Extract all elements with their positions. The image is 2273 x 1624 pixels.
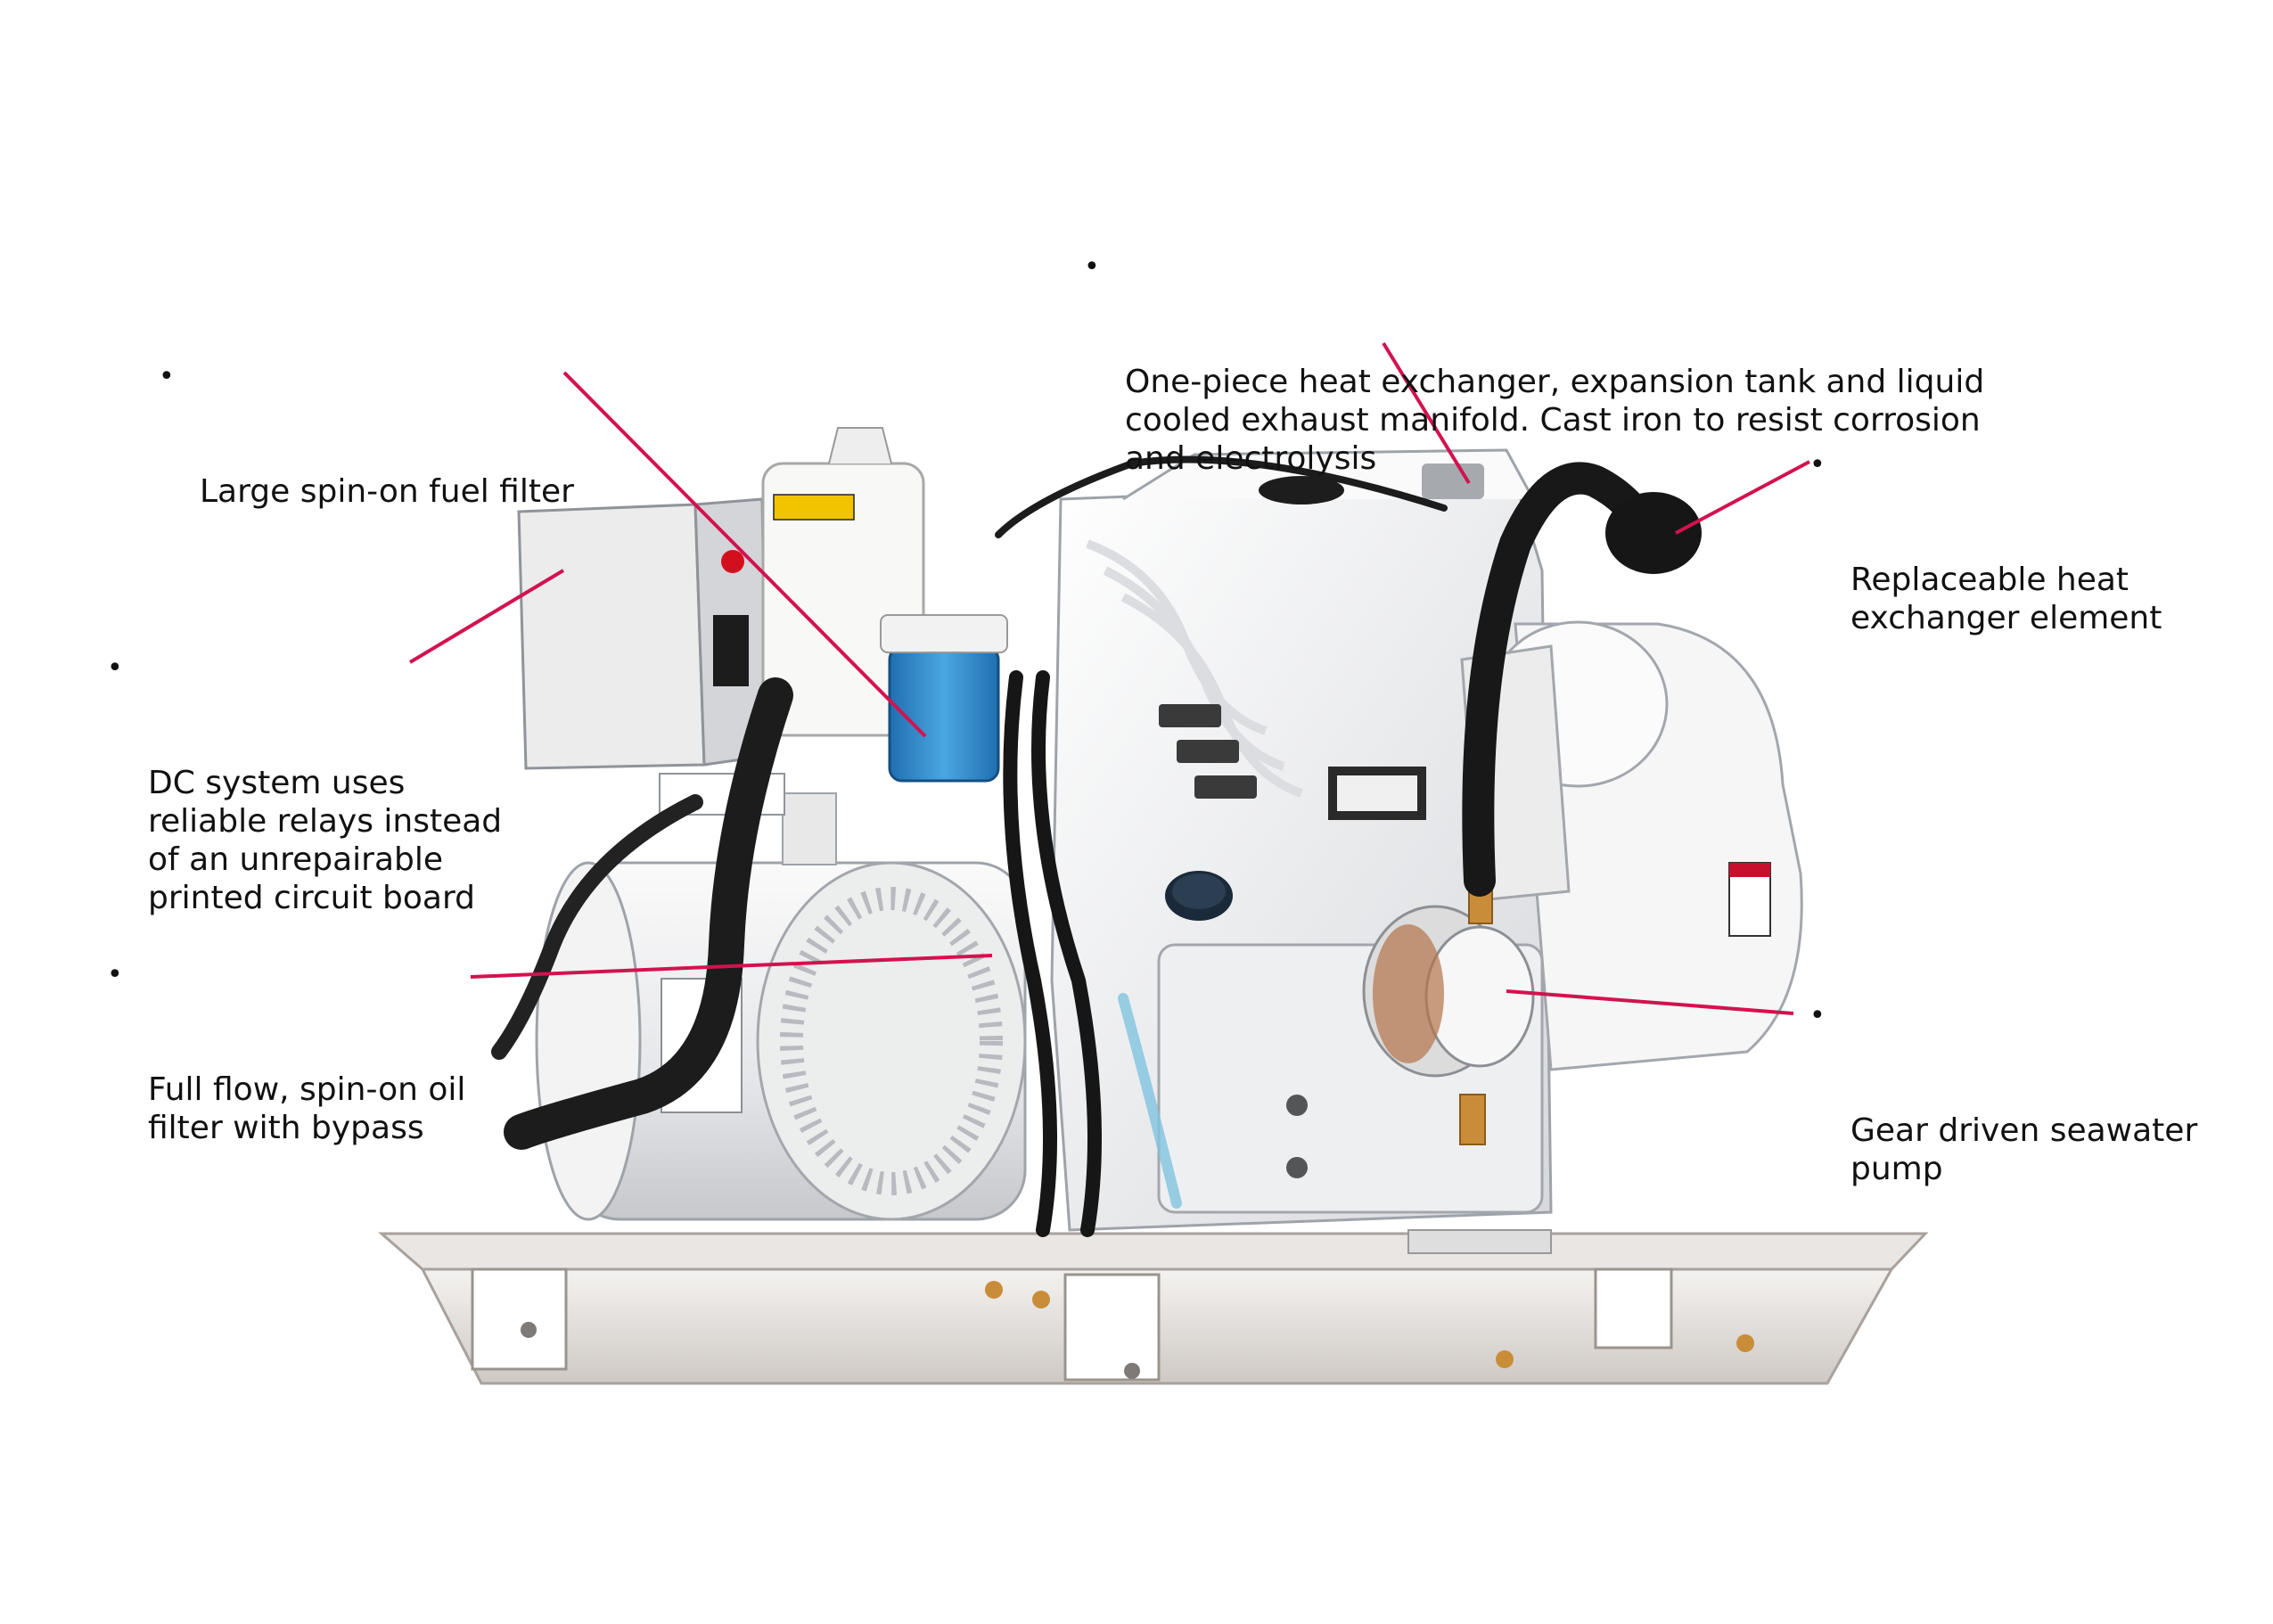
callout-dc-system-text: DC system uses reliable relays instead o…: [148, 765, 503, 916]
callout-oil-filter: • Full flow, spin-on oil filter with byp…: [107, 956, 465, 1185]
leader-oil-filter: [470, 954, 993, 979]
callout-seawater-pump-text: Gear driven seawater pump: [1850, 1112, 2198, 1187]
leader-replaceable-element: [1675, 460, 1810, 535]
callout-fuel-filter: • Large spin-on fuel filter: [159, 357, 574, 549]
leader-dc-system: [408, 569, 565, 664]
callout-seawater-pump: • Gear driven seawater pump: [1809, 997, 2197, 1226]
bullet-icon: •: [1809, 449, 1826, 480]
callout-oil-filter-text: Full flow, spin-on oil filter with bypas…: [148, 1071, 466, 1146]
bullet-icon: •: [1084, 251, 1100, 283]
callout-replaceable-element: • Replaceable heat exchanger element: [1809, 446, 2162, 676]
leader-seawater-pump: [1506, 989, 1794, 1015]
base-plate: [377, 1232, 1929, 1385]
heat-exchanger-housing: [1460, 620, 1803, 1071]
callout-heat-exchanger: • One-piece heat exchanger, expansion ta…: [1084, 248, 1984, 516]
bullet-icon: •: [107, 959, 123, 990]
leader-fuel-filter: [562, 371, 927, 738]
callout-replaceable-element-text: Replaceable heat exchanger element: [1850, 562, 2162, 636]
hoses: [491, 455, 1702, 1237]
callout-fuel-filter-text: Large spin-on fuel filter: [200, 473, 574, 510]
coolant-bottle: [761, 427, 925, 737]
seawater-pump: [1362, 882, 1535, 1145]
callout-dc-system: • DC system uses reliable relays instead…: [107, 649, 502, 956]
fuel-filter: [880, 614, 1008, 783]
callout-heat-exchanger-text: One-piece heat exchanger, expansion tank…: [1125, 364, 1985, 477]
oil-filler-cap: [1165, 871, 1233, 921]
bullet-icon: •: [107, 652, 123, 684]
bullet-icon: •: [159, 361, 175, 392]
leader-heat-exchanger: [1382, 341, 1471, 485]
leader-lines: [408, 341, 1810, 1015]
bullet-icon: •: [1809, 1000, 1826, 1031]
